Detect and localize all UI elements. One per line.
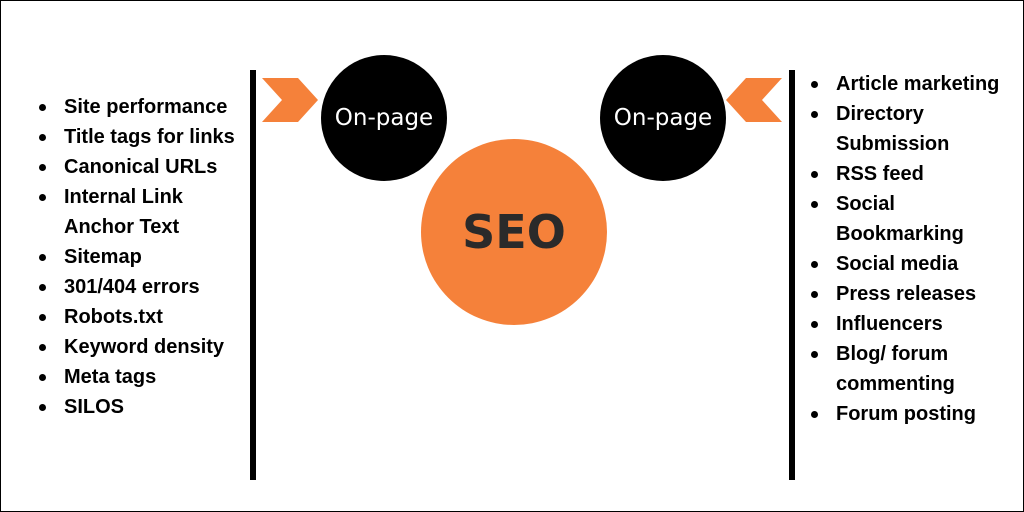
list-item: Influencers [808,309,1018,339]
list-item: Article marketing [808,69,1018,99]
list-item: 301/404 errors [36,272,246,302]
on-page-factor-list: Site performance Title tags for links Ca… [36,92,246,422]
list-item: Sitemap [36,242,246,272]
list-item: Social media [808,249,1018,279]
off-page-factor-list: Article marketing Directory Submission R… [808,69,1018,429]
list-item: Press releases [808,279,1018,309]
bubble-label: On-page [613,105,713,131]
list-item: Canonical URLs [36,152,246,182]
chevron-right-icon [262,78,318,122]
seo-center-circle: SEO [421,139,607,325]
right-divider-line [789,70,795,480]
list-item: Title tags for links [36,122,246,152]
list-item: Social Bookmarking [808,189,1018,249]
center-label: SEO [462,205,566,259]
list-item: SILOS [36,392,246,422]
bubble-label: On-page [334,105,434,131]
chevron-left-icon [726,78,782,122]
list-item: Keyword density [36,332,246,362]
on-page-bubble-right: On-page [600,55,726,181]
list-item: Meta tags [36,362,246,392]
list-item: Internal Link Anchor Text [36,182,246,242]
list-item: Directory Submission [808,99,1018,159]
on-page-bubble-left: On-page [321,55,447,181]
left-divider-line [250,70,256,480]
list-item: Robots.txt [36,302,246,332]
list-item: Blog/ forum commenting [808,339,1018,399]
list-item: Site performance [36,92,246,122]
list-item: Forum posting [808,399,1018,429]
list-item: RSS feed [808,159,1018,189]
